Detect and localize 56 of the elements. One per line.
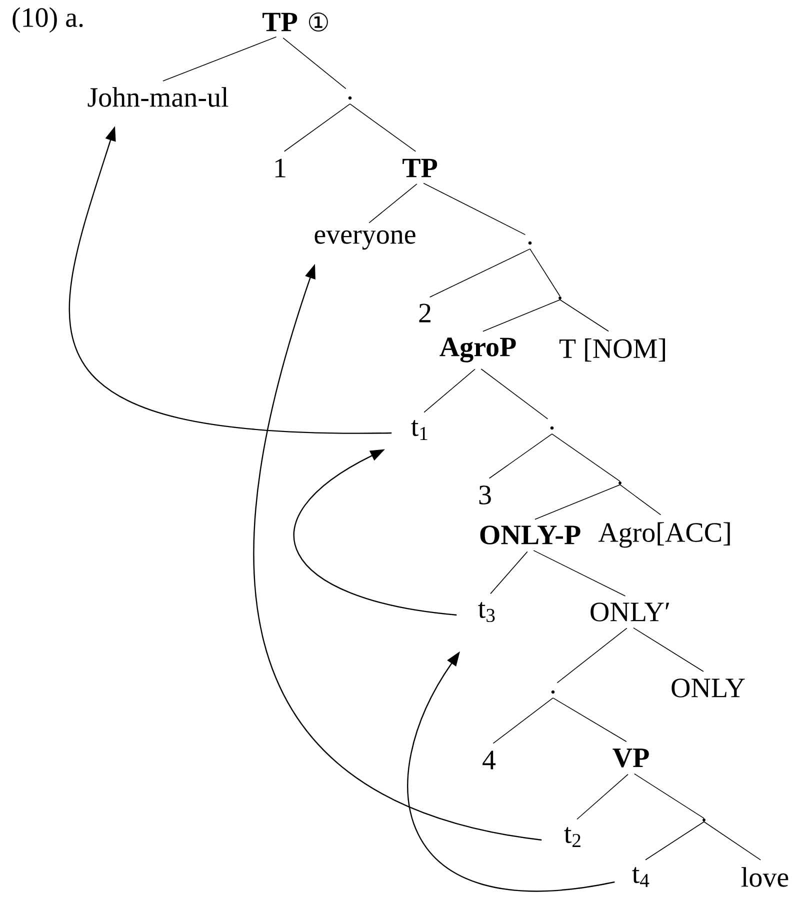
tree-branch xyxy=(429,248,530,298)
tree-label: . xyxy=(528,241,532,245)
tree-label: 3 xyxy=(479,486,491,504)
tree-branch xyxy=(645,821,704,860)
tree-label: 2 xyxy=(419,304,430,322)
tree-label: . xyxy=(550,426,554,430)
tree-label: 1 xyxy=(275,158,286,178)
tree-label: t$_{1}$ xyxy=(411,420,428,440)
tree-label: John-man-ul xyxy=(88,87,228,107)
tree-branch xyxy=(534,484,620,520)
category-label: AgroP xyxy=(440,338,516,362)
branch-point xyxy=(702,818,706,822)
tree-label: t$_{4}$ xyxy=(632,867,650,887)
tree-branch xyxy=(480,368,548,420)
tree-label: Agro[ACC] xyxy=(598,522,730,548)
tree-branch xyxy=(560,299,609,332)
tree-branch xyxy=(704,821,761,860)
tree-branch xyxy=(162,36,277,82)
tree-label: ONLY xyxy=(672,678,745,698)
tree-branch xyxy=(490,551,528,594)
tree-branch xyxy=(634,773,704,819)
movement-arrow xyxy=(294,449,457,616)
branch-point xyxy=(558,296,562,300)
tree-branch xyxy=(552,434,620,482)
tree-branch xyxy=(282,38,346,90)
tree-branch xyxy=(368,184,418,224)
tree-label: T [NOM] xyxy=(559,338,665,362)
category-label: ONLY-P xyxy=(480,526,580,544)
tree-branch xyxy=(533,550,626,596)
tree-label: 4 xyxy=(482,750,496,770)
tree-branch xyxy=(552,698,627,742)
tree-label: t$_{3}$ xyxy=(478,602,495,622)
tree-label: . xyxy=(551,690,555,694)
tree-branch xyxy=(350,104,416,152)
tree-branch xyxy=(482,299,560,332)
tree-branch xyxy=(576,774,628,820)
circled-number: ① xyxy=(308,12,328,32)
tree-branch xyxy=(492,698,554,744)
tree-label: t$_{2}$ xyxy=(564,827,580,847)
tree-label: ONLY′ xyxy=(590,602,670,622)
category-label: TP xyxy=(402,158,438,178)
branch-point xyxy=(618,482,622,484)
category-label: TP xyxy=(262,12,298,32)
tree-label: everyone xyxy=(314,230,416,250)
tree-branch xyxy=(633,627,704,672)
tree-branch xyxy=(530,248,560,297)
tree-label: love xyxy=(741,867,788,887)
tree-branch xyxy=(620,484,662,516)
tree-label: . xyxy=(348,96,352,100)
example-number: (10) a. xyxy=(12,7,83,33)
tree-branch xyxy=(424,368,476,413)
tree-branch xyxy=(423,182,526,236)
tree-branch xyxy=(284,104,350,152)
tree-branch xyxy=(556,628,628,684)
category-label: VP xyxy=(612,748,649,768)
tree-branch xyxy=(488,434,552,479)
